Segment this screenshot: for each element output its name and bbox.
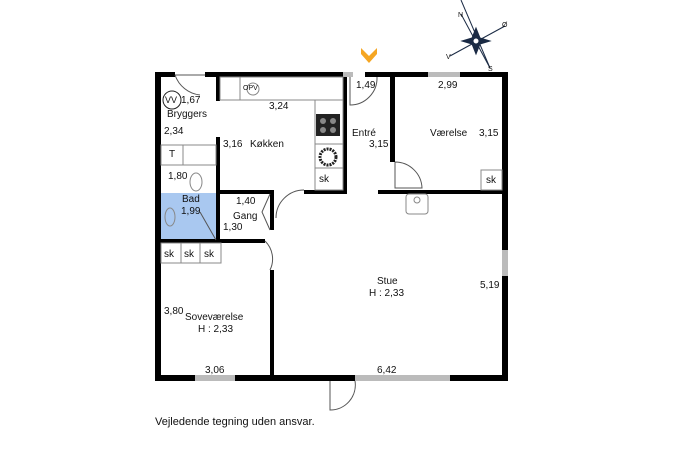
sove-label: Soveværelse — [185, 312, 244, 323]
dryer-label: T — [169, 149, 176, 160]
stove-icon — [316, 114, 340, 167]
bad-dim2: 1,99 — [181, 206, 201, 217]
vaerelse-dim1: 2,99 — [438, 80, 458, 91]
dishwasher-label: OPV — [243, 85, 258, 92]
entry-marker-icon — [361, 48, 377, 63]
bath-floor — [161, 193, 218, 239]
stue-dim2: 6,42 — [377, 365, 397, 376]
bad-label: Bad — [182, 194, 200, 205]
fixtures — [160, 76, 503, 264]
entre-label: Entré — [352, 128, 376, 139]
kitchen-label: Køkken — [250, 139, 284, 150]
kitchen-closet: sk — [319, 174, 329, 185]
windows — [195, 72, 508, 381]
compass-icon — [449, 0, 506, 69]
sove-dim2: 3,06 — [205, 365, 225, 376]
closet-3: sk — [204, 249, 214, 260]
compass-e: Ø — [502, 22, 508, 29]
compass-w: V — [446, 54, 451, 61]
stue-height: H : 2,33 — [369, 288, 405, 299]
closet-2: sk — [184, 249, 194, 260]
stue-label: Stue — [377, 276, 398, 287]
entre-dim1: 1,49 — [356, 80, 376, 91]
entre-dim2: 3,15 — [369, 139, 389, 150]
gang-label: Gang — [233, 211, 258, 222]
sove-dim1: 3,80 — [164, 306, 184, 317]
vaerelse-dim2: 3,15 — [479, 128, 499, 139]
compass-n: N — [458, 12, 464, 19]
disclaimer-caption: Vejledende tegning uden ansvar. — [155, 416, 315, 428]
bad-dim1: 1,80 — [168, 171, 188, 182]
compass-s: S — [488, 66, 493, 73]
vaerelse-closet: sk — [486, 175, 496, 186]
kitchen-dim2: 3,16 — [223, 139, 243, 150]
gang-dim2: 1,30 — [223, 222, 243, 233]
closet-1: sk — [164, 249, 174, 260]
vaerelse-label: Værelse — [430, 128, 468, 139]
doors — [174, 74, 423, 411]
gang-dim1: 1,40 — [236, 196, 256, 207]
sove-height: H : 2,33 — [198, 324, 234, 335]
vv-label: VV — [165, 95, 178, 105]
stue-dim1: 5,19 — [480, 280, 500, 291]
kitchen-dim1: 3,24 — [269, 101, 289, 112]
bryggers-dim2: 2,34 — [164, 126, 184, 137]
bryggers-label: Bryggers — [167, 109, 208, 120]
water-heater-icon — [162, 90, 182, 110]
bryggers-dim1: 1,67 — [181, 95, 201, 106]
